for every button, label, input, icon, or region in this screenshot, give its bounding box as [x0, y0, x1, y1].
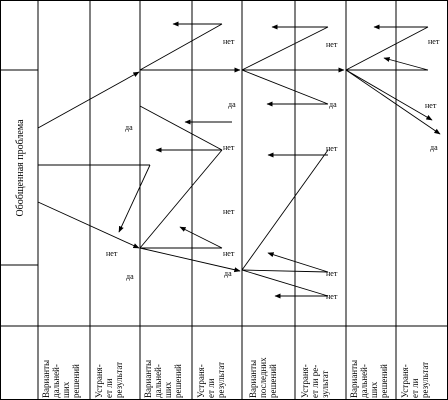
answer-no: нет [223, 207, 235, 216]
answer-no: нет [425, 101, 437, 110]
answer-no: нет [326, 40, 338, 49]
answer-no: нет [326, 144, 338, 153]
answer-yes: да [430, 143, 438, 152]
answer-labels: нет нет нет да да да нет нет нет да нет … [106, 37, 440, 301]
answer-no: нет [428, 37, 440, 46]
branch-lines [37, 21, 441, 299]
root-problem-label: Обобщенная проблема [15, 119, 26, 217]
column-label: Устраня- ет ли результат [400, 362, 430, 398]
column-label: Варианты дальней- ших решений [349, 358, 389, 398]
answer-yes: да [224, 269, 232, 278]
column-labels: Варианты дальней- ших решений Устраня- е… [41, 355, 430, 398]
answer-no: нет [223, 249, 235, 258]
column-label: Варианты дальней- ших решений [143, 358, 183, 398]
answer-no: нет [223, 37, 235, 46]
column-label: Варианты последних решений [248, 355, 278, 398]
column-label: Варианты дальней- ших решений [41, 358, 81, 398]
answer-no: нет [326, 292, 338, 301]
answer-no: нет [223, 143, 235, 152]
column-label: Устраня- ет ли результат [196, 362, 226, 398]
answer-yes: да [126, 272, 134, 281]
answer-yes: да [329, 100, 337, 109]
answer-no: нет [106, 249, 118, 258]
column-label: Устраня- ет ли результат [94, 362, 124, 398]
column-label: Устраня- ет ли ре- зультат [300, 362, 330, 398]
answer-no: нет [326, 269, 338, 278]
answer-yes: да [228, 100, 236, 109]
answer-yes: да [125, 123, 133, 132]
